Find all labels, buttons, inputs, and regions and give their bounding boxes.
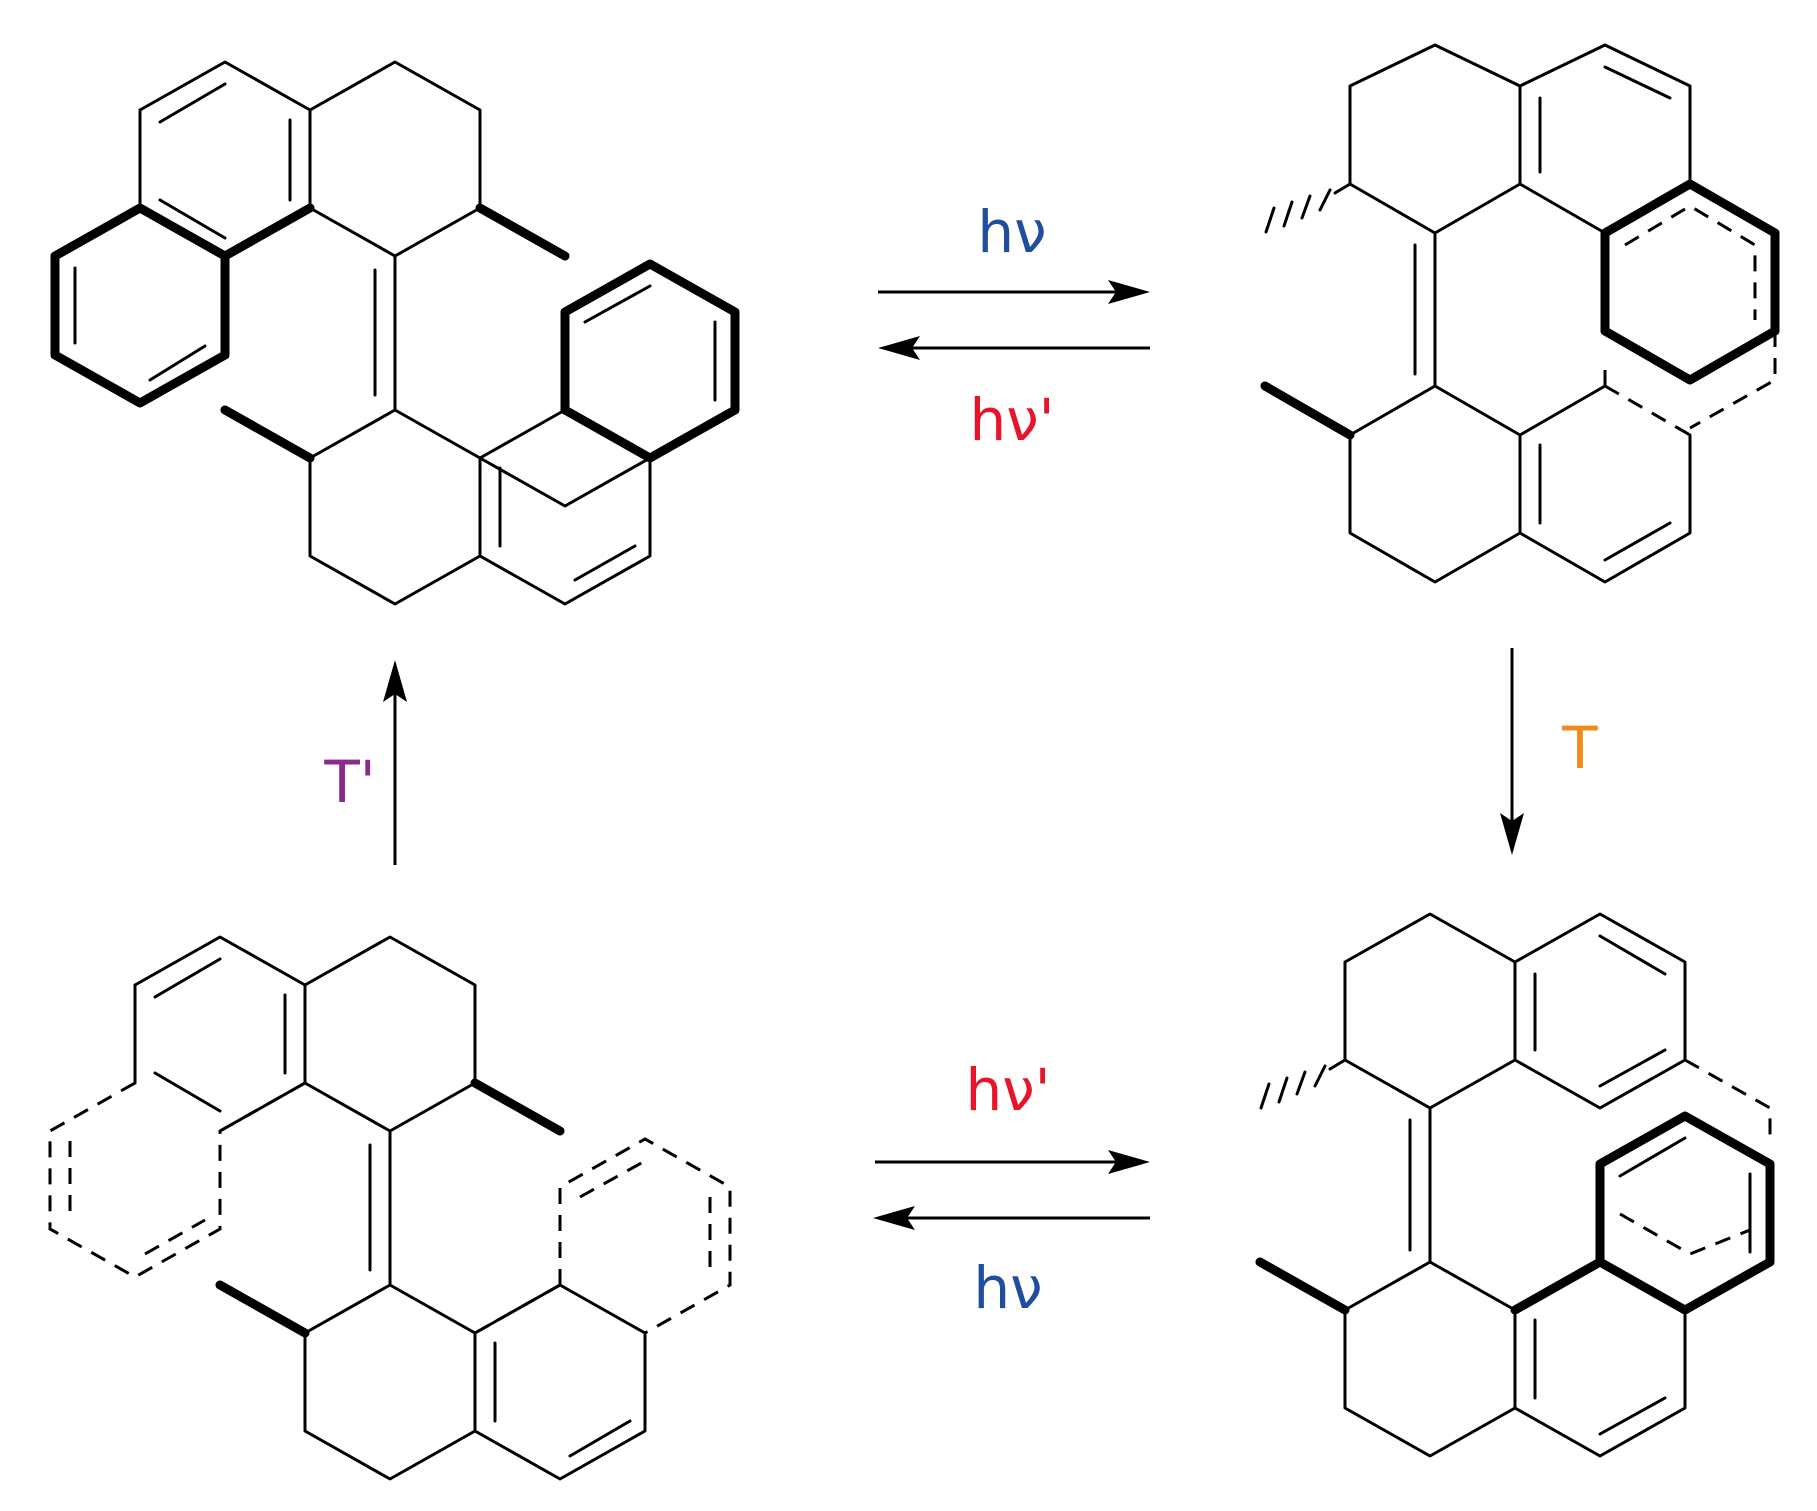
label-t-right: T [1561,714,1598,782]
arrow-bottom-forward [875,1150,1150,1174]
arrow-left-up [383,660,407,865]
label-hv-bottom: hν [973,1254,1042,1322]
molecule-bottom-left [48,935,732,1481]
molecule-top-right [1260,43,1780,584]
molecule-top-left [50,60,740,606]
arrow-top-forward [878,280,1150,304]
label-hv-top: hν [977,198,1046,266]
label-hv-prime-bottom: hν' [965,1056,1050,1124]
label-hv-prime-top: hν' [969,386,1054,454]
arrow-right-down [1500,648,1524,855]
label-t-prime-left: T' [323,748,375,816]
arrow-top-reverse [878,336,1150,360]
molecule-bottom-right [1255,912,1775,1458]
arrow-bottom-reverse [873,1206,1150,1230]
